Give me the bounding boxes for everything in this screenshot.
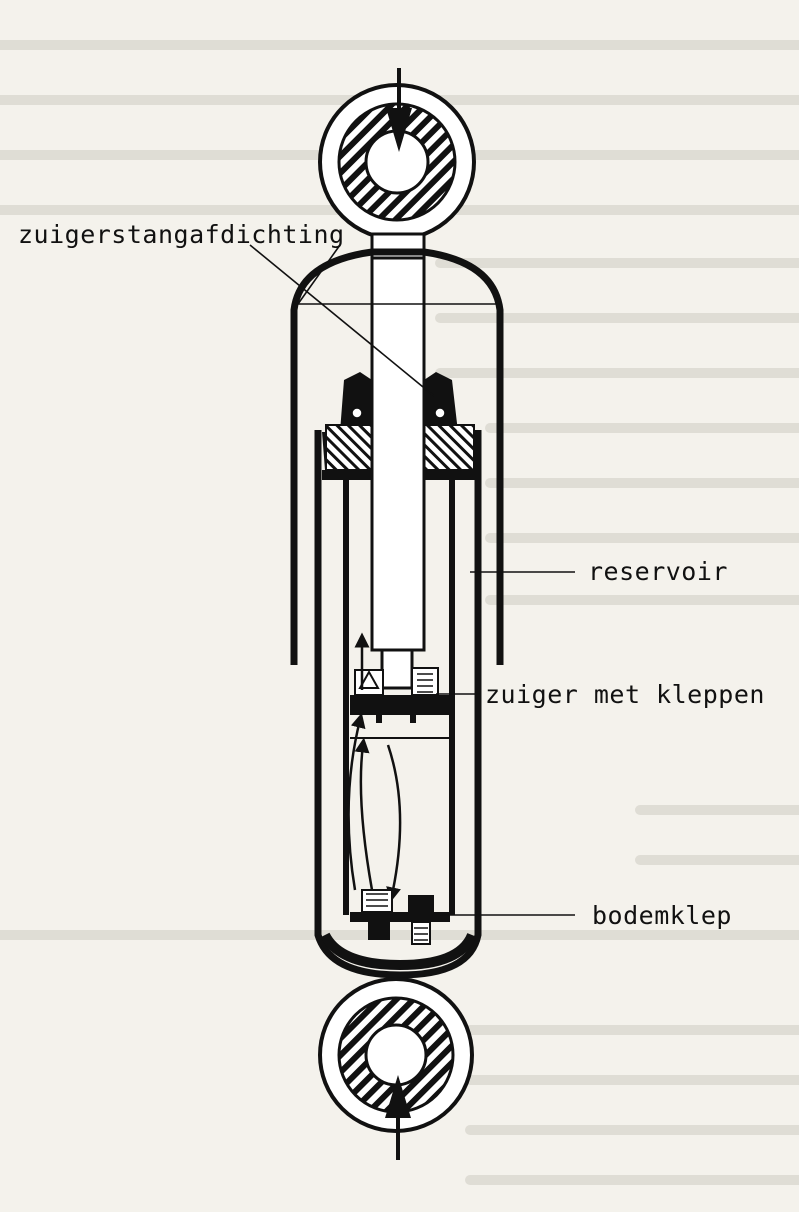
top-force-arrow: [386, 68, 412, 152]
base-valve: [350, 889, 450, 945]
piston-rod: [370, 256, 426, 690]
inner-pressure-tube: [343, 480, 455, 915]
bottom-mount-eye: [318, 977, 474, 1133]
top-eye-neck: [370, 232, 426, 262]
piston-with-valves: [350, 667, 450, 739]
leader-lines: [249, 244, 575, 916]
label-piston: zuiger met kleppen: [485, 680, 765, 709]
label-reservoir: reservoir: [588, 557, 728, 586]
label-seal: zuigerstangafdichting: [18, 220, 345, 249]
label-base-valve: bodemklep: [592, 901, 732, 930]
bottom-force-arrow: [385, 1075, 411, 1160]
top-mount-eye: [318, 83, 476, 241]
flow-arrows: [347, 632, 402, 903]
